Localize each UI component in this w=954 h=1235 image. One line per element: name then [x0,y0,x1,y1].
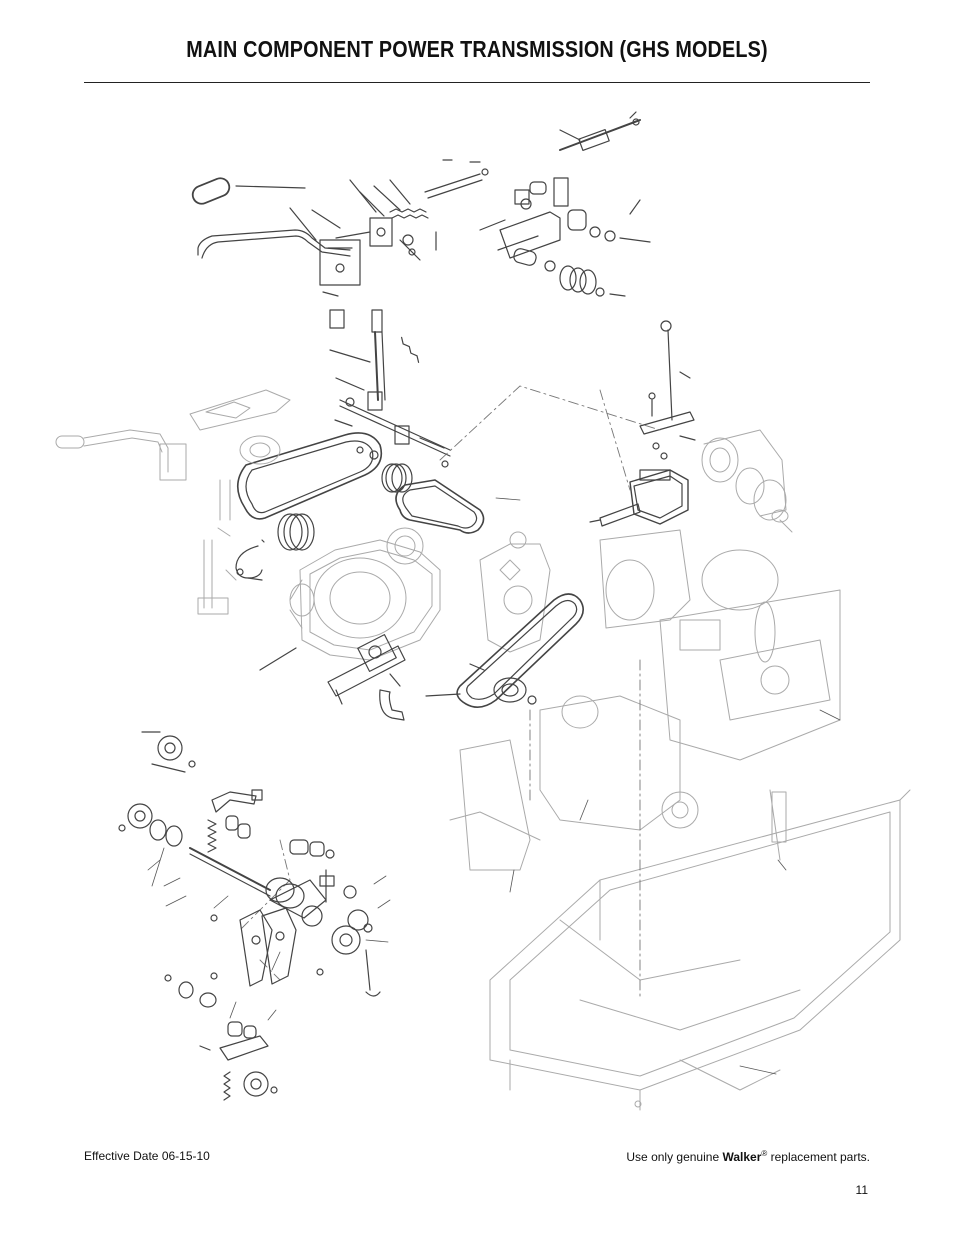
ghost-hydro-unit [449,695,699,871]
ghost-right-pulleys [701,429,793,533]
effective-date: Effective Date 06-15-10 [84,1149,210,1163]
upper-right-cable-assembly [559,111,641,152]
genuine-parts-notice: Use only genuine Walker® replacement par… [626,1149,870,1164]
ghost-engine [599,529,841,761]
right-gearbox [589,320,696,527]
drive-belt-center [395,479,485,534]
lift-handle-assembly [191,177,361,297]
drive-belt-left [236,432,383,520]
upper-linkage-parts [311,159,489,261]
upper-right-idler-bracket [479,177,651,297]
pto-shaft-assembly [259,634,406,721]
drive-belt-lower [425,593,584,708]
title-divider [84,82,870,83]
exploded-parts-diagram [55,111,911,1111]
lower-left-leader-lines [147,497,841,1075]
registered-mark: ® [761,1149,768,1158]
cable-wire-left [235,539,265,581]
control-rod-assembly [329,309,451,468]
page-number: 11 [855,1183,868,1197]
ghost-lift-arm [55,389,291,615]
assembly-centerlines [239,385,661,1001]
notice-prefix: Use only genuine [626,1150,723,1164]
brand-name: Walker [722,1150,762,1164]
ghost-chassis-frame [489,789,911,1111]
ghost-center-gearbox [479,531,551,653]
pulley-left-pair [277,446,413,551]
idler-arm-exploded-assembly [118,731,381,1101]
ghost-transmission-housing [289,527,441,661]
page-title: MAIN COMPONENT POWER TRANSMISSION (GHS M… [186,36,768,62]
notice-suffix: replacement parts. [767,1150,870,1164]
